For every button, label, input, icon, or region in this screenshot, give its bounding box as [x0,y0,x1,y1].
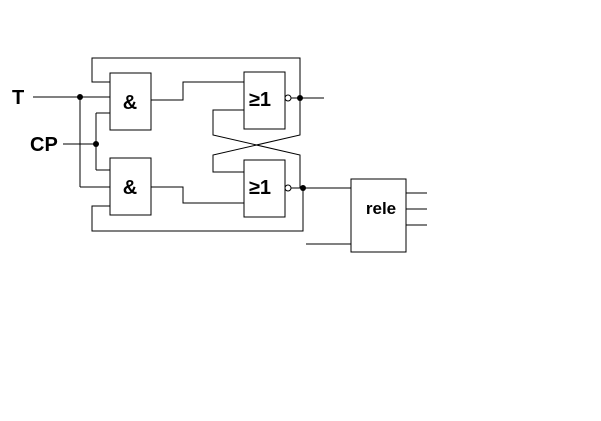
junction-t [77,94,83,100]
wire-feedback-top [91,57,301,98]
label-cp: CP [30,134,58,156]
or-gate-top [243,71,286,130]
relay-block [350,178,407,253]
and-gate-top [109,72,152,131]
or-gate-bottom-symbol: ≥1 [249,177,271,199]
junction-output-bottom [300,185,306,191]
junction-cp [93,141,99,147]
wire-feedback-bottom [91,188,304,232]
label-t: T [12,87,24,109]
wire-cross-1 [212,109,301,188]
and-gate-top-symbol: & [123,92,137,114]
wire-and-bottom-to-or-bottom [151,186,244,204]
and-gate-bottom [109,157,152,216]
wire-cross-2 [212,98,301,173]
or-gate-top-inverter [284,94,292,102]
or-gate-top-symbol: ≥1 [249,89,271,111]
or-gate-bottom [243,159,286,218]
relay-label: rele [366,199,396,218]
or-gate-bottom-inverter [284,184,292,192]
and-gate-bottom-symbol: & [123,177,137,199]
wire-and-top-to-or-top [151,81,244,101]
junction-output-top [297,95,303,101]
